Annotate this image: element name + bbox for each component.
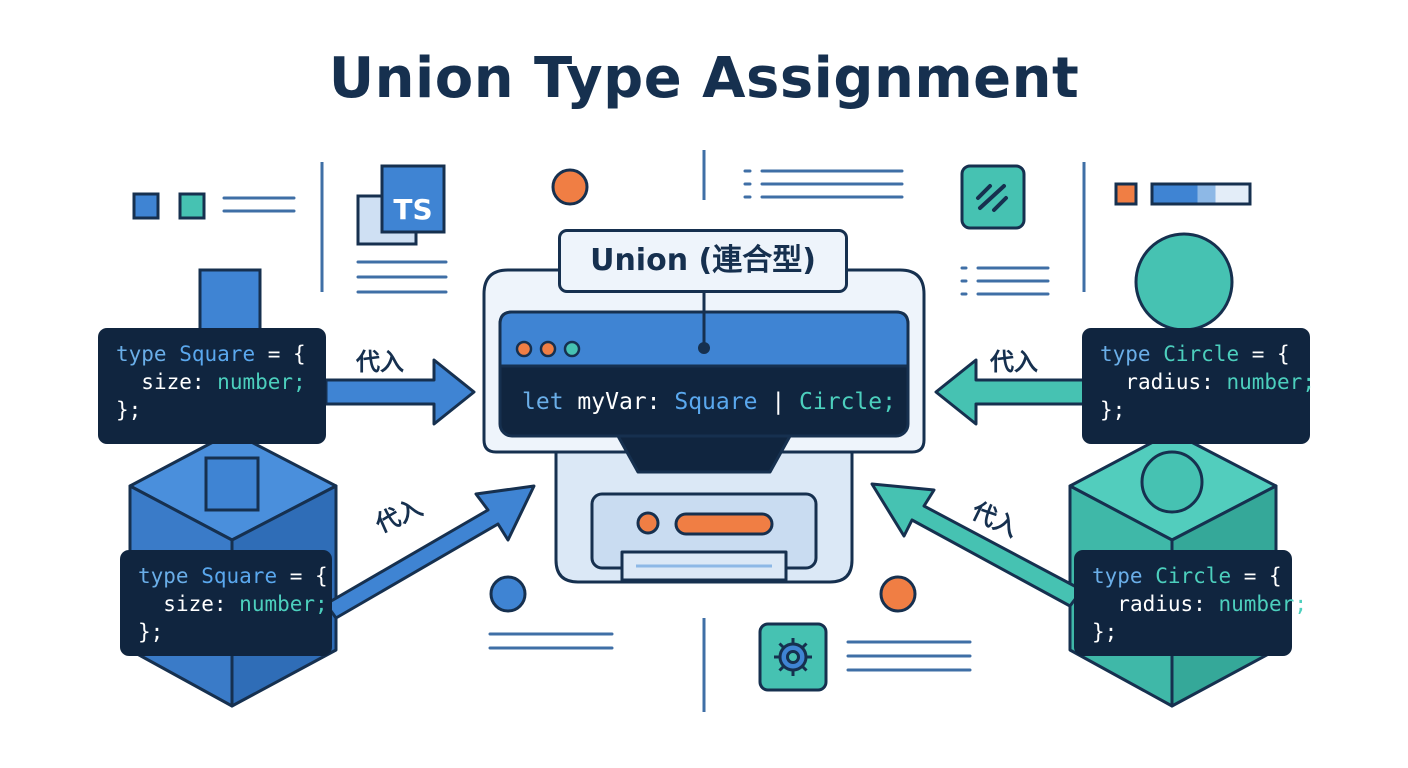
square-type-card-bottom: type Square = { size: number; }; [120,550,332,656]
code-brace: }; [138,620,164,644]
arrow-circle-bottom [870,482,1084,608]
code-brace: = { [1243,564,1282,588]
decor-lines-ts [356,260,448,294]
code-field: size: [163,592,227,616]
link-icon [960,164,1026,230]
code-separator: | [771,389,786,415]
union-declaration-code: let myVar: Square | Circle; [500,382,908,422]
code-brace: }; [1092,620,1118,644]
code-brace: }; [116,398,142,422]
label-connector-dot [698,342,710,354]
decor-blue-square [132,192,160,220]
union-machine [482,268,926,584]
decor-lines-top-left [222,196,296,213]
decor-orange-dot-bottom [879,575,917,613]
code-field: radius: [1125,370,1214,394]
decor-list-lines-top [743,169,904,199]
assign-label-square-top: 代入 [356,348,404,376]
code-keyword: let [522,389,564,415]
square-top-block [198,268,262,334]
code-brace: = { [289,564,328,588]
code-field-type: number; [239,592,328,616]
decor-orange-dot-top [551,168,589,206]
union-label: Union (連合型) [558,229,848,293]
code-field-type: number; [1218,592,1307,616]
arrow-square-bottom [324,484,536,620]
panel-orange-dot [636,511,660,535]
arrow-square-top [324,358,476,426]
code-type-name: Square [179,342,256,366]
code-keyword: type [116,342,167,366]
code-type-name: Circle [1163,342,1240,366]
circle-type-card-top: type Circle = { radius: number; }; [1082,328,1315,444]
gear-icon [758,622,828,692]
code-keyword: type [138,564,189,588]
decor-blue-dot-bottom [489,575,527,613]
panel-orange-bar [674,512,774,536]
decor-list-lines-right [960,266,1050,296]
assign-label-circle-top: 代入 [990,348,1038,376]
page-title: Union Type Assignment [328,46,1080,111]
decor-teal-square [178,192,206,220]
code-variable: myVar: [577,389,661,415]
code-field: size: [141,370,205,394]
code-type-circle: Circle; [799,389,896,415]
square-icon [204,456,260,512]
decor-lines-bottom-right [846,640,972,672]
code-type-name: Circle [1155,564,1232,588]
decor-lines-bottom-left [488,632,614,650]
square-type-card-top: type Square = { size: number; }; [98,328,326,444]
code-field-type: number; [217,370,306,394]
code-type-square: Square [674,389,758,415]
code-keyword: type [1092,564,1143,588]
circle-top-block [1134,232,1234,332]
code-brace: = { [1251,342,1290,366]
traffic-light-dots-icon [515,340,581,358]
decor-progress-bar [1150,182,1252,206]
arrow-circle-top [934,358,1088,426]
code-keyword: type [1100,342,1151,366]
circle-type-card-bottom: type Circle = { radius: number; }; [1074,550,1307,656]
code-type-name: Square [201,564,278,588]
code-brace: = { [267,342,306,366]
typescript-logo-icon [356,164,446,246]
code-field-type: number; [1226,370,1315,394]
decor-orange-square [1114,182,1138,206]
circle-icon [1140,450,1204,514]
code-brace: }; [1100,398,1126,422]
ts-badge-label: TS [393,193,433,226]
code-field: radius: [1117,592,1206,616]
